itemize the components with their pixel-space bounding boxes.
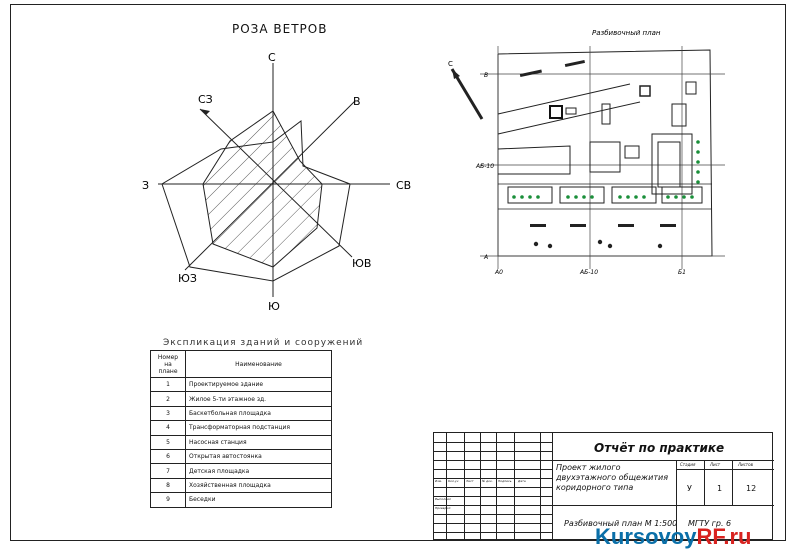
stamp-row-label: № док. — [482, 479, 493, 483]
parking-area — [507, 186, 553, 204]
legend-num: 6 — [150, 448, 186, 465]
legend-header-row: Номер на плане Наименование — [150, 350, 332, 378]
parking-area — [661, 186, 703, 204]
trees — [512, 140, 700, 199]
watermark-brand: Kursovoy — [595, 524, 697, 549]
road-label — [519, 69, 542, 78]
building-pump — [565, 107, 577, 115]
project-building — [651, 133, 693, 195]
direction-label-w: З — [142, 179, 149, 192]
legend-num: 5 — [150, 434, 186, 450]
stamp-row-label: Дата — [518, 479, 526, 483]
title-block: Отчёт по практике Проект жилого двухэтаж… — [433, 432, 774, 541]
axis-label: А — [483, 254, 488, 261]
road-label — [564, 59, 585, 68]
direction-label-n: С — [268, 51, 276, 64]
direction-label-nw: СЗ — [198, 93, 213, 106]
stamp-sheet-title: Разбивочный план М 1:500 — [564, 519, 678, 528]
building — [589, 141, 621, 173]
stamp-role-label: Выполнил — [435, 497, 451, 501]
drawing-frame — [10, 4, 786, 541]
building-existing — [549, 105, 563, 119]
parking-area — [559, 186, 605, 204]
watermark: KursovoyRF.ru — [595, 524, 751, 550]
legend-name: Проектируемое здание — [185, 376, 332, 393]
legend-name: Хозяйственная площадка — [185, 477, 332, 494]
direction-label-sw: ЮЗ — [178, 272, 197, 285]
stamp-stage: У — [687, 484, 692, 493]
stamp-row-label: Лист — [466, 479, 474, 483]
site-plan-title: Разбивочный план — [592, 29, 661, 37]
stamp-report-title: Отчёт по практике — [594, 441, 725, 455]
building — [601, 103, 611, 125]
legend-num: 9 — [150, 492, 186, 508]
direction-label-se: ЮВ — [352, 257, 371, 270]
legend-name: Насосная станция — [185, 434, 332, 450]
stamp-row-label: Подпись — [498, 479, 512, 483]
axis-label: В — [484, 72, 488, 79]
wind-direction-arrow — [200, 109, 210, 115]
legend-num: 3 — [150, 405, 186, 422]
north-arrow-head — [452, 69, 460, 79]
direction-label-ne: СВ — [396, 179, 411, 192]
legend-name: Детская площадка — [185, 463, 332, 479]
site-plan: Разбивочный план С В АБ- — [448, 29, 725, 276]
stamp-col-stage-label: Стадия — [680, 462, 696, 467]
legend-name: Трансформаторная подстанция — [185, 420, 332, 436]
stamp-col-sheets-label: Листов — [738, 462, 753, 467]
legend-num: 2 — [150, 391, 186, 407]
axis-label: А0 — [494, 269, 503, 276]
building — [685, 81, 697, 95]
legend-num: 8 — [150, 477, 186, 494]
axis-label: АБ-10 — [475, 163, 494, 170]
stamp-project-title: Проект жилого двухэтажного общежития кор… — [556, 463, 669, 492]
stamp-col-sheet-label: Лист — [710, 462, 721, 467]
legend-name: Открытая автостоянка — [185, 448, 332, 465]
stamp-row-label: Изм. — [435, 479, 443, 483]
axis-label: Б1 — [678, 269, 686, 276]
wind-rose-title: РОЗА ВЕТРОВ — [232, 22, 328, 36]
building — [671, 103, 687, 127]
building — [639, 85, 651, 97]
legend-title: Экспликация зданий и сооружений — [163, 338, 364, 348]
legend-name: Баскетбольная площадка — [185, 405, 332, 422]
driveway — [497, 145, 571, 175]
road-edge — [497, 83, 631, 115]
watermark-suffix: RF.ru — [696, 524, 752, 549]
legend-header-num: Номер на плане — [150, 350, 186, 378]
stamp-sheets: 12 — [746, 484, 757, 493]
direction-label-e: В — [353, 95, 361, 108]
building — [624, 145, 640, 159]
wind-rose-inner-polygon — [202, 110, 323, 268]
road-edge — [497, 101, 641, 135]
stamp-row-label: Кол.уч — [448, 479, 459, 483]
direction-label-s: Ю — [268, 300, 280, 313]
legend-num: 4 — [150, 420, 186, 436]
legend-header-name: Наименование — [185, 350, 332, 378]
wind-rose: С СВ В ЮВ Ю ЮЗ З СЗ — [142, 51, 411, 313]
project-building-inner — [657, 141, 681, 188]
stamp-role-label: Проверил — [435, 506, 451, 510]
stamp-org: МГТУ гр. 6 — [688, 519, 732, 528]
wind-rose-outer-polygon — [161, 120, 351, 282]
legend-name: Жилое 5-ти этажное зд. — [185, 391, 332, 407]
stamp-sheet: 1 — [717, 484, 723, 493]
parking-area — [611, 186, 657, 204]
north-label: С — [448, 60, 453, 68]
legend-name: Беседки — [185, 492, 332, 508]
legend-num: 7 — [150, 463, 186, 479]
bottom-structures — [530, 224, 676, 249]
axis-label: АБ-10 — [579, 269, 598, 276]
legend-num: 1 — [150, 376, 186, 393]
